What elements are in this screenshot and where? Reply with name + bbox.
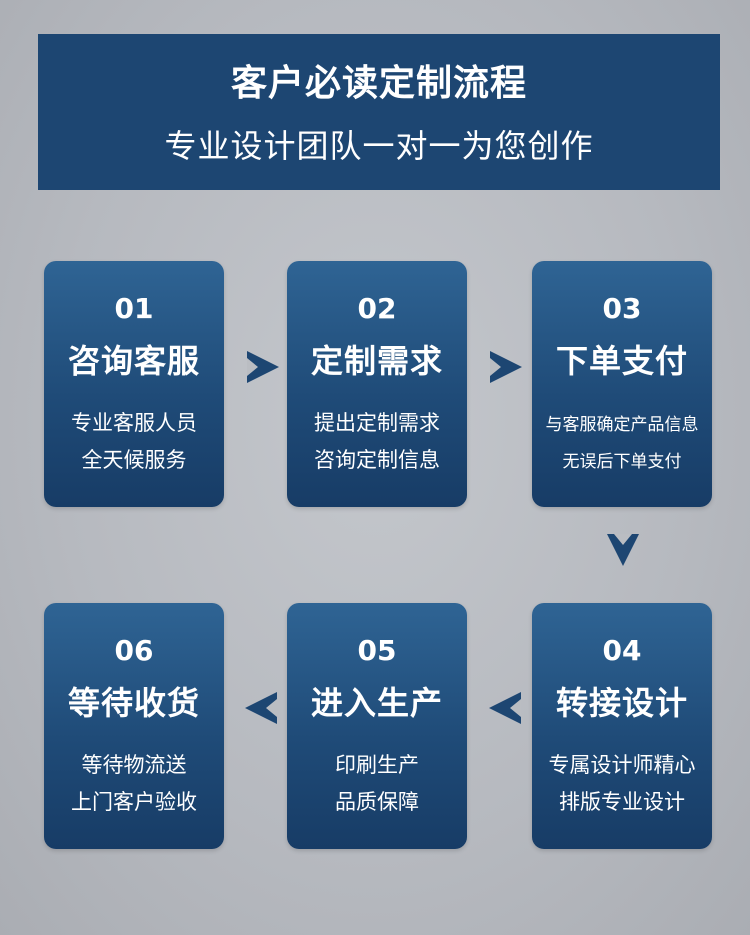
arrow-right-icon xyxy=(247,351,279,383)
step-desc-line2: 无误后下单支付 xyxy=(562,452,682,472)
step-desc-line2: 上门客户验收 xyxy=(71,790,197,814)
arrow-left-icon xyxy=(489,692,521,724)
arrow-down-icon xyxy=(607,534,639,566)
step-desc-line2: 全天候服务 xyxy=(81,448,187,472)
header-banner: 客户必读定制流程 专业设计团队一对一为您创作 xyxy=(38,34,720,190)
step-card-04: 04 转接设计 专属设计师精心 排版专业设计 xyxy=(532,603,712,849)
step-number: 04 xyxy=(602,634,642,667)
step-title: 定制需求 xyxy=(310,342,443,380)
page-title: 客户必读定制流程 xyxy=(230,63,527,104)
step-card-02: 02 定制需求 提出定制需求 咨询定制信息 xyxy=(287,261,467,507)
step-card-05: 05 进入生产 印刷生产 品质保障 xyxy=(287,603,467,849)
step-number: 02 xyxy=(357,292,397,325)
step-desc-line2: 排版专业设计 xyxy=(559,790,685,814)
step-card-06: 06 等待收货 等待物流送 上门客户验收 xyxy=(44,603,224,849)
step-desc-line1: 提出定制需求 xyxy=(314,411,440,435)
step-number: 03 xyxy=(602,292,642,325)
step-card-01: 01 咨询客服 专业客服人员 全天候服务 xyxy=(44,261,224,507)
step-desc-line2: 咨询定制信息 xyxy=(314,448,440,472)
page-subtitle: 专业设计团队一对一为您创作 xyxy=(164,127,594,165)
step-number: 06 xyxy=(114,634,154,667)
step-title: 等待收货 xyxy=(67,684,200,722)
step-desc-line1: 与客服确定产品信息 xyxy=(545,415,699,435)
step-number: 05 xyxy=(357,634,397,667)
step-title: 转接设计 xyxy=(555,684,688,722)
step-card-03: 03 下单支付 与客服确定产品信息 无误后下单支付 xyxy=(532,261,712,507)
step-title: 进入生产 xyxy=(310,684,443,722)
arrow-right-icon xyxy=(490,351,522,383)
arrow-left-icon xyxy=(245,692,277,724)
step-desc-line1: 印刷生产 xyxy=(335,753,419,777)
step-number: 01 xyxy=(114,292,154,325)
step-title: 下单支付 xyxy=(555,342,688,380)
step-desc-line1: 专业客服人员 xyxy=(71,411,197,435)
step-title: 咨询客服 xyxy=(67,342,200,380)
step-desc-line1: 等待物流送 xyxy=(81,753,187,777)
step-desc-line1: 专属设计师精心 xyxy=(548,753,696,777)
step-desc-line2: 品质保障 xyxy=(335,790,419,814)
